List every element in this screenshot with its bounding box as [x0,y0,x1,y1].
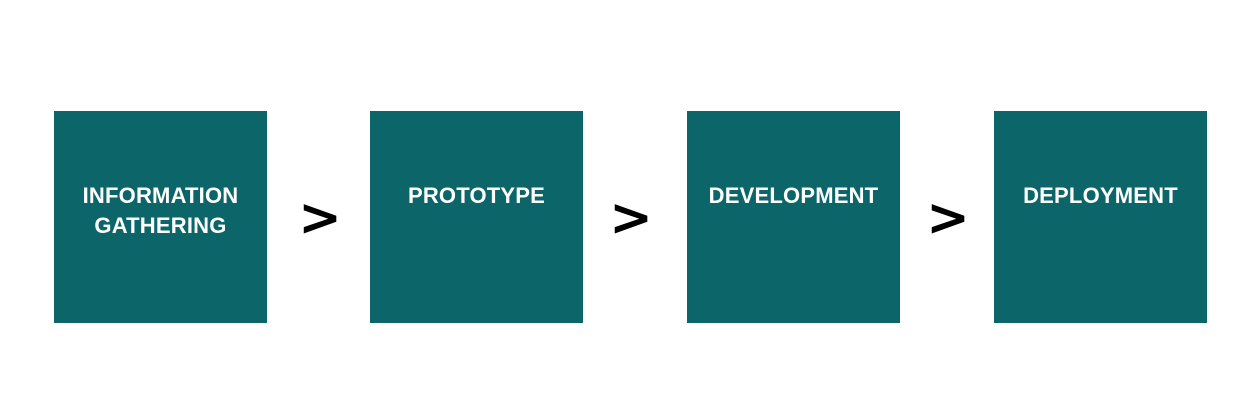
connector-arrow-icon: > [926,188,970,248]
step-box-deployment: DEPLOYMENT [994,111,1207,323]
connector-arrow-icon: > [298,188,342,248]
step-box-information-gathering: INFORMATION GATHERING [54,111,267,323]
connector-arrow-icon: > [609,188,653,248]
step-label: INFORMATION GATHERING [82,183,239,238]
step-label: DEPLOYMENT [1023,183,1178,208]
step-label: DEVELOPMENT [708,183,879,208]
step-box-development: DEVELOPMENT [687,111,900,323]
step-box-prototype: PROTOTYPE [370,111,583,323]
step-label: PROTOTYPE [407,183,546,208]
